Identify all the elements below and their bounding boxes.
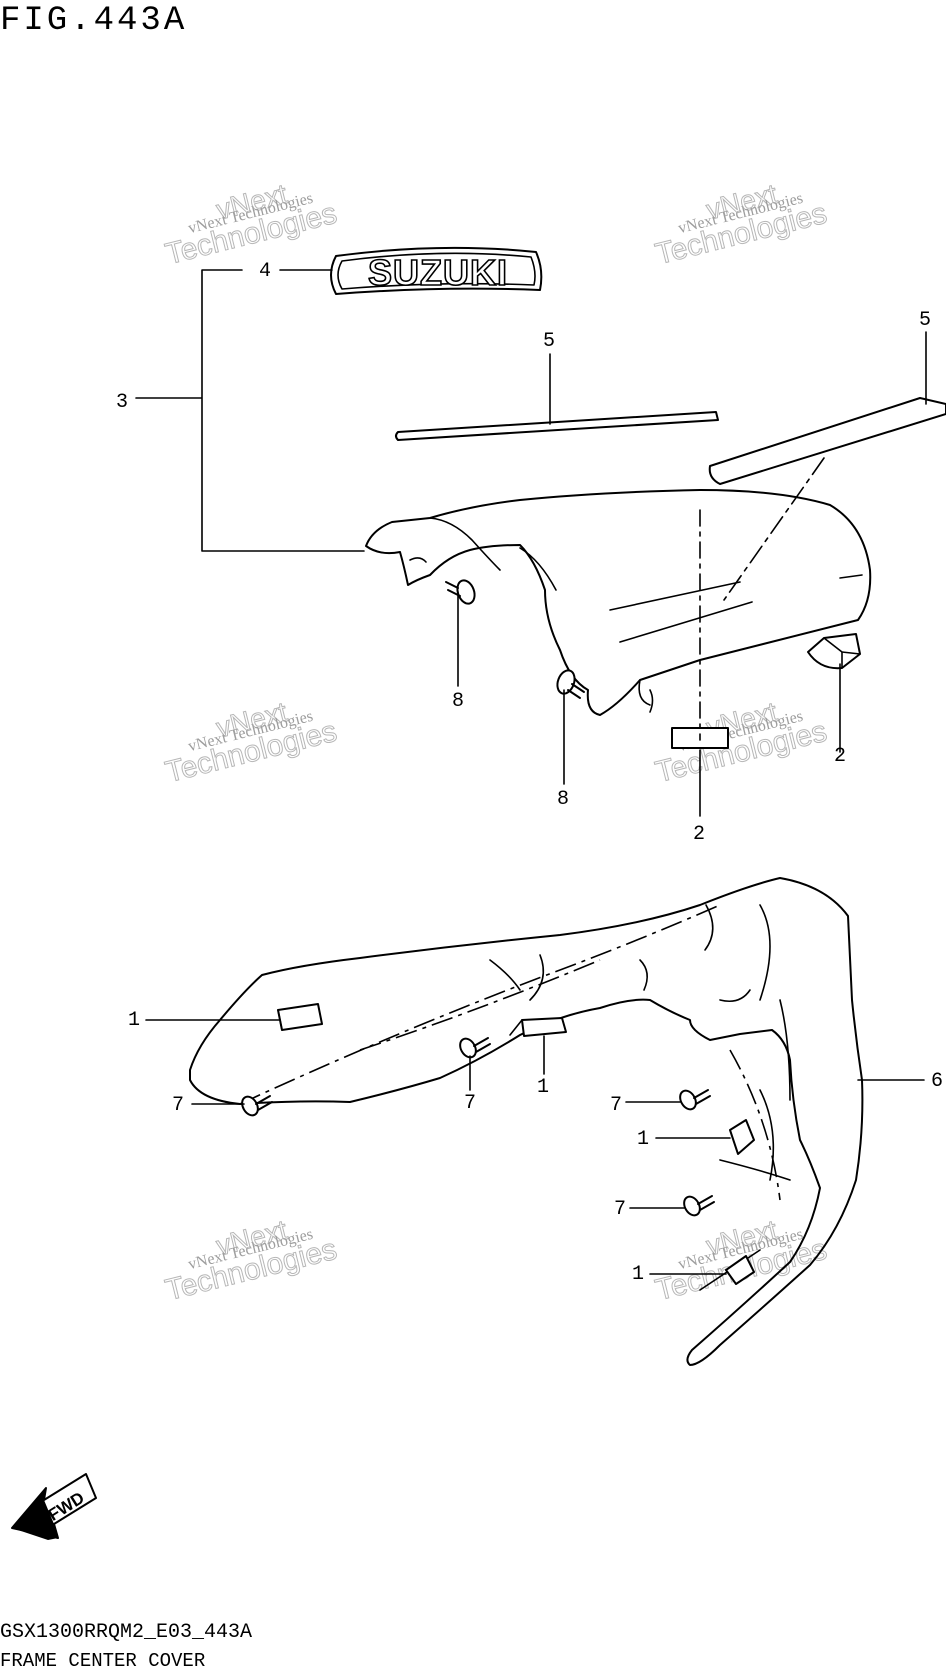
callout-7: 7	[610, 1094, 623, 1117]
callout-5: 5	[919, 309, 932, 332]
callout-2: 2	[693, 823, 706, 846]
frame-center-cover[interactable]	[189, 877, 864, 1366]
suzuki-logo-text: SUZUKI	[368, 252, 508, 293]
callout-1: 1	[632, 1263, 645, 1286]
rubber-pad-lower-left[interactable]	[277, 1003, 323, 1031]
callout-1: 1	[537, 1076, 550, 1099]
callout-4: 4	[259, 260, 272, 283]
figure-title: FIG.443A	[0, 2, 188, 40]
callout-7: 7	[614, 1198, 627, 1221]
callout-7: 7	[464, 1092, 477, 1115]
rubber-pad-lower-center[interactable]	[509, 1017, 567, 1037]
callout-3: 3	[116, 391, 129, 414]
bolt-lower-bottom[interactable]	[681, 1194, 715, 1218]
callout-2: 2	[834, 745, 847, 768]
trim-strip-center[interactable]	[395, 411, 719, 441]
callout-1: 1	[128, 1009, 141, 1032]
bolt-lower-center[interactable]	[457, 1036, 491, 1060]
clip-upper-left[interactable]	[445, 578, 478, 606]
upper-cover[interactable]	[365, 489, 872, 716]
suzuki-emblem[interactable]: SUZUKI	[330, 246, 543, 295]
leader-lines	[135, 269, 927, 1275]
callout-1: 1	[637, 1128, 650, 1151]
callout-5: 5	[543, 330, 556, 353]
rubber-pad-lower-right[interactable]	[729, 1119, 755, 1155]
model-code: GSX1300RRQM2_E03_443A	[0, 1621, 253, 1644]
fwd-arrow-icon: FWD	[11, 1473, 97, 1540]
callout-8: 8	[452, 690, 465, 713]
callout-8: 8	[557, 788, 570, 811]
callout-6: 6	[931, 1070, 944, 1093]
bolt-lower-left[interactable]	[239, 1094, 273, 1118]
trim-strip-right[interactable]	[708, 397, 946, 485]
part-name: FRAME CENTER COVER	[0, 1650, 206, 1672]
rubber-pad-upper-right[interactable]	[807, 633, 861, 670]
clip-upper-center[interactable]	[554, 668, 585, 699]
rubber-pad-lower-bottom[interactable]	[725, 1255, 755, 1285]
bolt-lower-right[interactable]	[677, 1088, 711, 1112]
callout-7: 7	[172, 1094, 185, 1117]
